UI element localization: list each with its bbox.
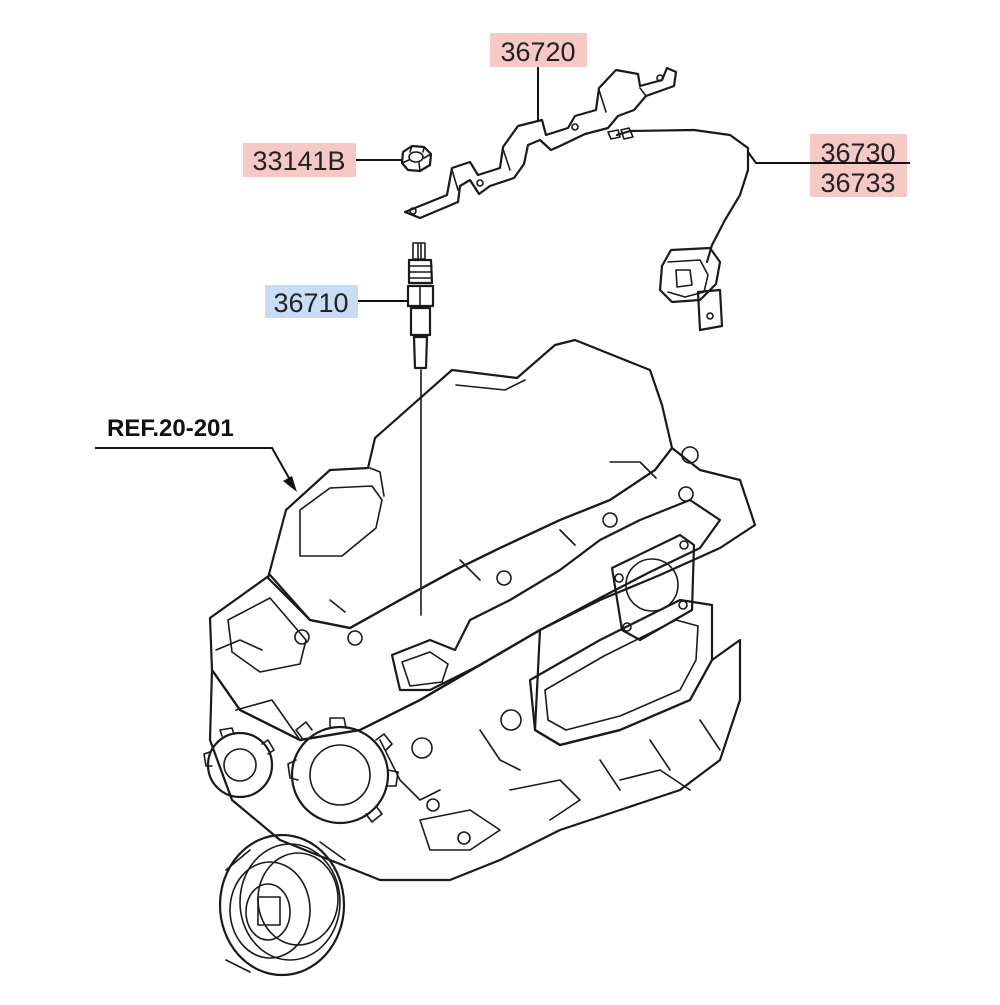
crank-pulley-icon xyxy=(218,833,346,977)
callout-33141B-box[interactable] xyxy=(243,143,356,177)
leader-36730 xyxy=(747,151,910,164)
timing-gear-icon xyxy=(203,717,399,825)
callout-36720-label: 36720 xyxy=(500,37,575,67)
glow-plug-36710[interactable] xyxy=(406,242,435,616)
wiring-harness-36730[interactable] xyxy=(607,127,750,332)
engine-assembly xyxy=(203,338,757,977)
reference-arrowhead-icon xyxy=(283,476,297,492)
callout-36720-box[interactable] xyxy=(490,33,587,67)
callout-33141B-label: 33141B xyxy=(252,146,345,176)
glow-plug-plate-36720[interactable] xyxy=(403,66,678,220)
reference-label[interactable]: REF.20-201 xyxy=(107,415,234,442)
callout-36733-box[interactable] xyxy=(810,165,907,197)
callout-36710-box[interactable] xyxy=(265,285,358,318)
reference-leader xyxy=(95,447,294,486)
nut-33141B[interactable] xyxy=(400,144,433,173)
callout-36710-label: 36710 xyxy=(273,288,348,318)
callout-36733-label: 36733 xyxy=(820,168,895,198)
